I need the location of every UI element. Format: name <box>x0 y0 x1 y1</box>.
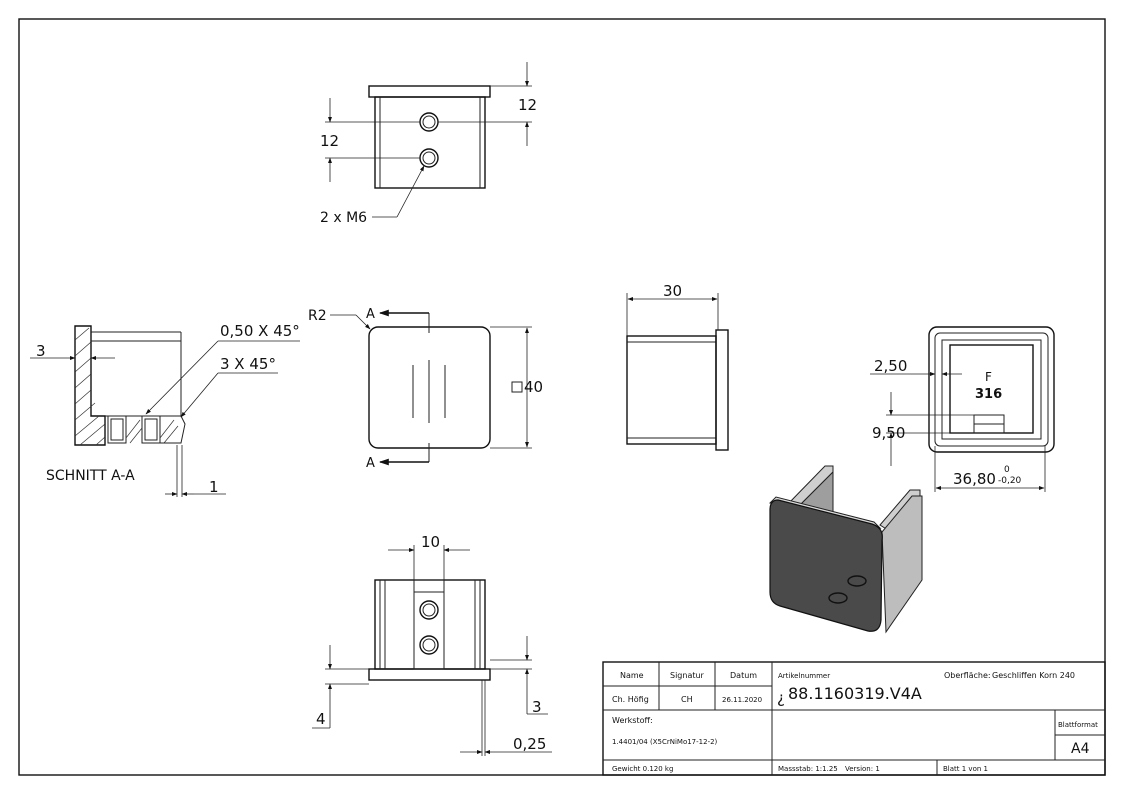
side-flange <box>715 329 729 451</box>
side-body <box>626 335 717 445</box>
section-marker-bottom: A <box>366 456 375 471</box>
bottom-view: 10 4 3 0,25 <box>312 533 552 756</box>
tb-label-werkstoff: Werkstoff: <box>612 716 653 725</box>
tb-blattformat: A4 <box>1071 741 1090 757</box>
section-title: SCHNITT A-A <box>46 468 135 484</box>
tb-article-number: 88.1160319.V4A <box>788 684 922 703</box>
tb-version: Version: 1 <box>845 765 880 773</box>
dim-wall: 3 <box>36 342 46 360</box>
tb-blatt: Blatt 1 von 1 <box>943 765 988 773</box>
tolerance-upper: 0 <box>1004 465 1010 475</box>
holes-callout: 2 x M6 <box>320 210 367 226</box>
tb-name: Ch. Höfig <box>612 695 649 704</box>
dim-tab-height: 9,50 <box>872 424 905 442</box>
dim-inner-wall: 2,50 <box>874 357 907 375</box>
top-view-body <box>374 96 486 189</box>
dim-side-width: 30 <box>663 282 682 300</box>
tb-werkstoff: 1.4401/04 (X5CrNiMo17-12-2) <box>612 738 718 746</box>
tb-gewicht: Gewicht 0.120 kg <box>612 765 673 773</box>
section-marker-top: A <box>366 307 375 322</box>
tolerance-lower: -0,20 <box>998 476 1022 486</box>
dim-hole-spacing: 12 <box>320 132 339 150</box>
tb-massstab: Massstab: 1:1.25 <box>778 765 838 773</box>
top-view-flange <box>368 85 491 98</box>
bottom-flange <box>368 668 491 681</box>
square-symbol <box>511 381 523 393</box>
tb-datum: 26.11.2020 <box>722 696 762 704</box>
top-view: 12 12 2 x M6 <box>320 62 537 226</box>
engrave-letter: F <box>985 370 992 384</box>
tb-header-name: Name <box>620 671 644 680</box>
tb-label-artikel: Artikelnummer <box>778 672 830 680</box>
tb-header-signatur: Signatur <box>670 671 705 680</box>
dim-chamfer-large: 3 X 45° <box>220 355 276 373</box>
section-solid <box>74 325 106 446</box>
iso-side-wall <box>881 495 923 634</box>
dim-top-offset: 12 <box>518 96 537 114</box>
tb-label-oberflaeche: Oberfläche: <box>944 671 991 680</box>
tb-label-blattformat: Blattformat <box>1058 721 1098 729</box>
section-view: 3 0,50 X 45° 3 X 45° SCHNITT A-A 1 <box>30 322 300 497</box>
dim-square: 40 <box>524 378 543 396</box>
sheet-border <box>18 18 1106 776</box>
tb-header-datum: Datum <box>730 671 757 680</box>
engrave-code: 316 <box>975 387 1002 402</box>
back-view: F 316 2,50 9,50 36,80 0 -0,20 <box>870 326 1055 492</box>
dim-chamfer-small: 0,50 X 45° <box>220 322 300 340</box>
tb-oberflaeche: Geschliffen Korn 240 <box>992 671 1075 680</box>
dim-flange-thickness: 3 <box>532 698 542 716</box>
tb-article-mark: ¿ <box>777 689 785 707</box>
dim-gap: 0,25 <box>513 735 546 753</box>
title-block: Name Signatur Datum Ch. Höfig CH 26.11.2… <box>602 661 1106 776</box>
dim-radius: R2 <box>308 308 327 324</box>
side-view: 30 <box>626 282 729 451</box>
dim-flange-height: 4 <box>316 710 326 728</box>
iso-front-face <box>769 499 883 632</box>
bottom-body <box>374 579 486 670</box>
dim-slot-width: 10 <box>421 533 440 551</box>
isometric-view <box>769 465 923 634</box>
dim-lip: 1 <box>209 478 219 496</box>
dim-outer-width: 36,80 <box>953 470 996 488</box>
front-view: A A R2 40 <box>308 307 543 471</box>
back-outer <box>928 326 1055 453</box>
tb-signatur: CH <box>681 695 693 704</box>
bottom-slot <box>413 579 445 670</box>
